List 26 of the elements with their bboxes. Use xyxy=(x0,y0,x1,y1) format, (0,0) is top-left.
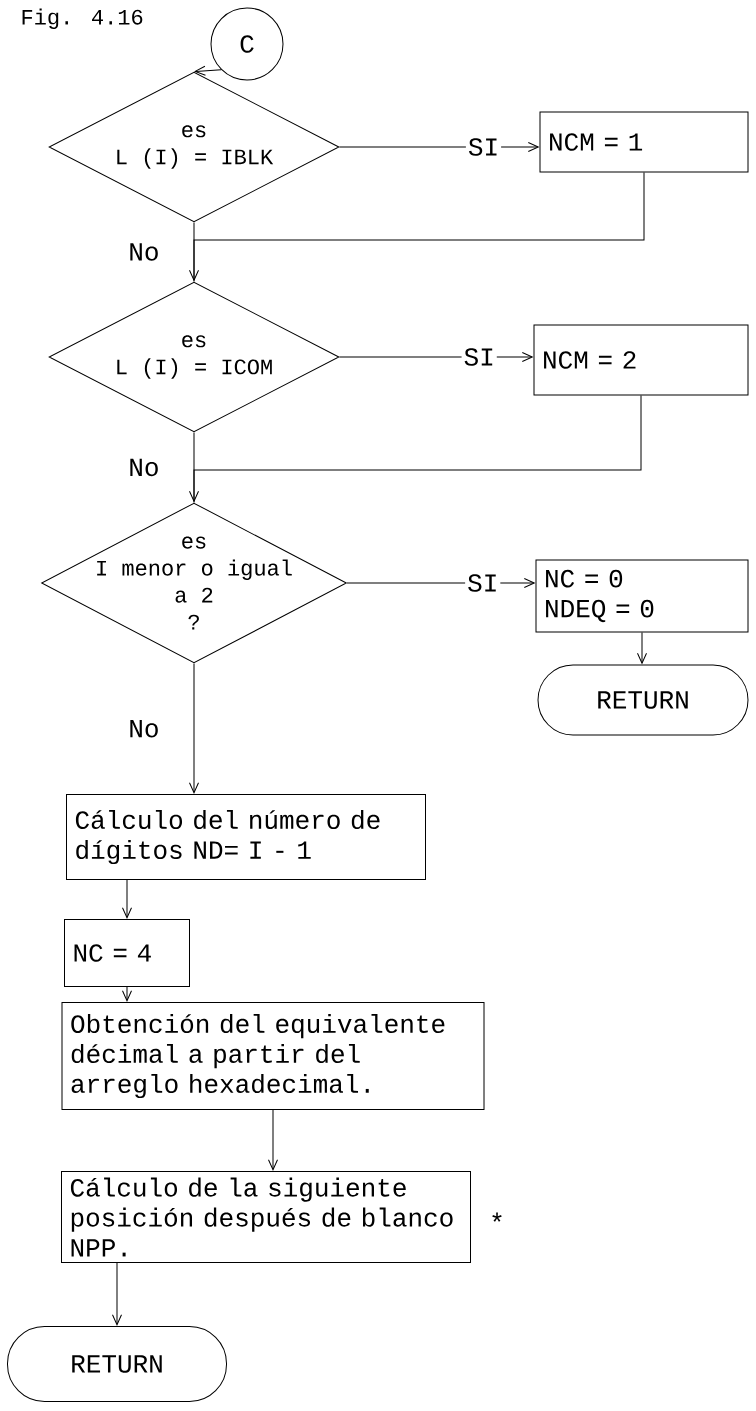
arrow xyxy=(122,879,132,919)
process-box: NC = 0 NDEQ = 0 xyxy=(535,559,749,633)
arrow xyxy=(122,986,132,1002)
edge-label: No xyxy=(130,243,158,261)
process-box: NC = 4 xyxy=(64,919,190,987)
figure-title: Fig. 4.16 xyxy=(22,8,143,29)
annotation-mark: * xyxy=(492,1212,502,1222)
edge-label: No xyxy=(130,720,158,738)
arrow xyxy=(189,172,645,281)
process-box: NCM = 1 xyxy=(539,111,749,173)
process-box: Cálculo del número de dígitos ND= I - 1 xyxy=(66,794,426,880)
edge-label: SI xyxy=(465,572,501,594)
arrow xyxy=(189,395,642,502)
edge-label: SI xyxy=(461,346,497,368)
edge-label: SI xyxy=(465,136,502,158)
terminal-box: RETURN xyxy=(7,1326,227,1402)
arrow xyxy=(194,65,222,76)
arrow xyxy=(112,1262,122,1326)
edge-label: No xyxy=(130,458,158,477)
process-box: NCM = 2 xyxy=(533,324,749,396)
terminal-box: RETURN xyxy=(537,664,749,736)
arrow xyxy=(268,1109,278,1171)
process-box: Obtención del equivalente décimal a partir del arreglo hexadecimal. xyxy=(61,1002,485,1110)
arrow xyxy=(637,632,647,664)
process-box: Cálculo de la siguiente posición después de blanco NPP. xyxy=(61,1171,471,1263)
arrow xyxy=(189,663,199,794)
